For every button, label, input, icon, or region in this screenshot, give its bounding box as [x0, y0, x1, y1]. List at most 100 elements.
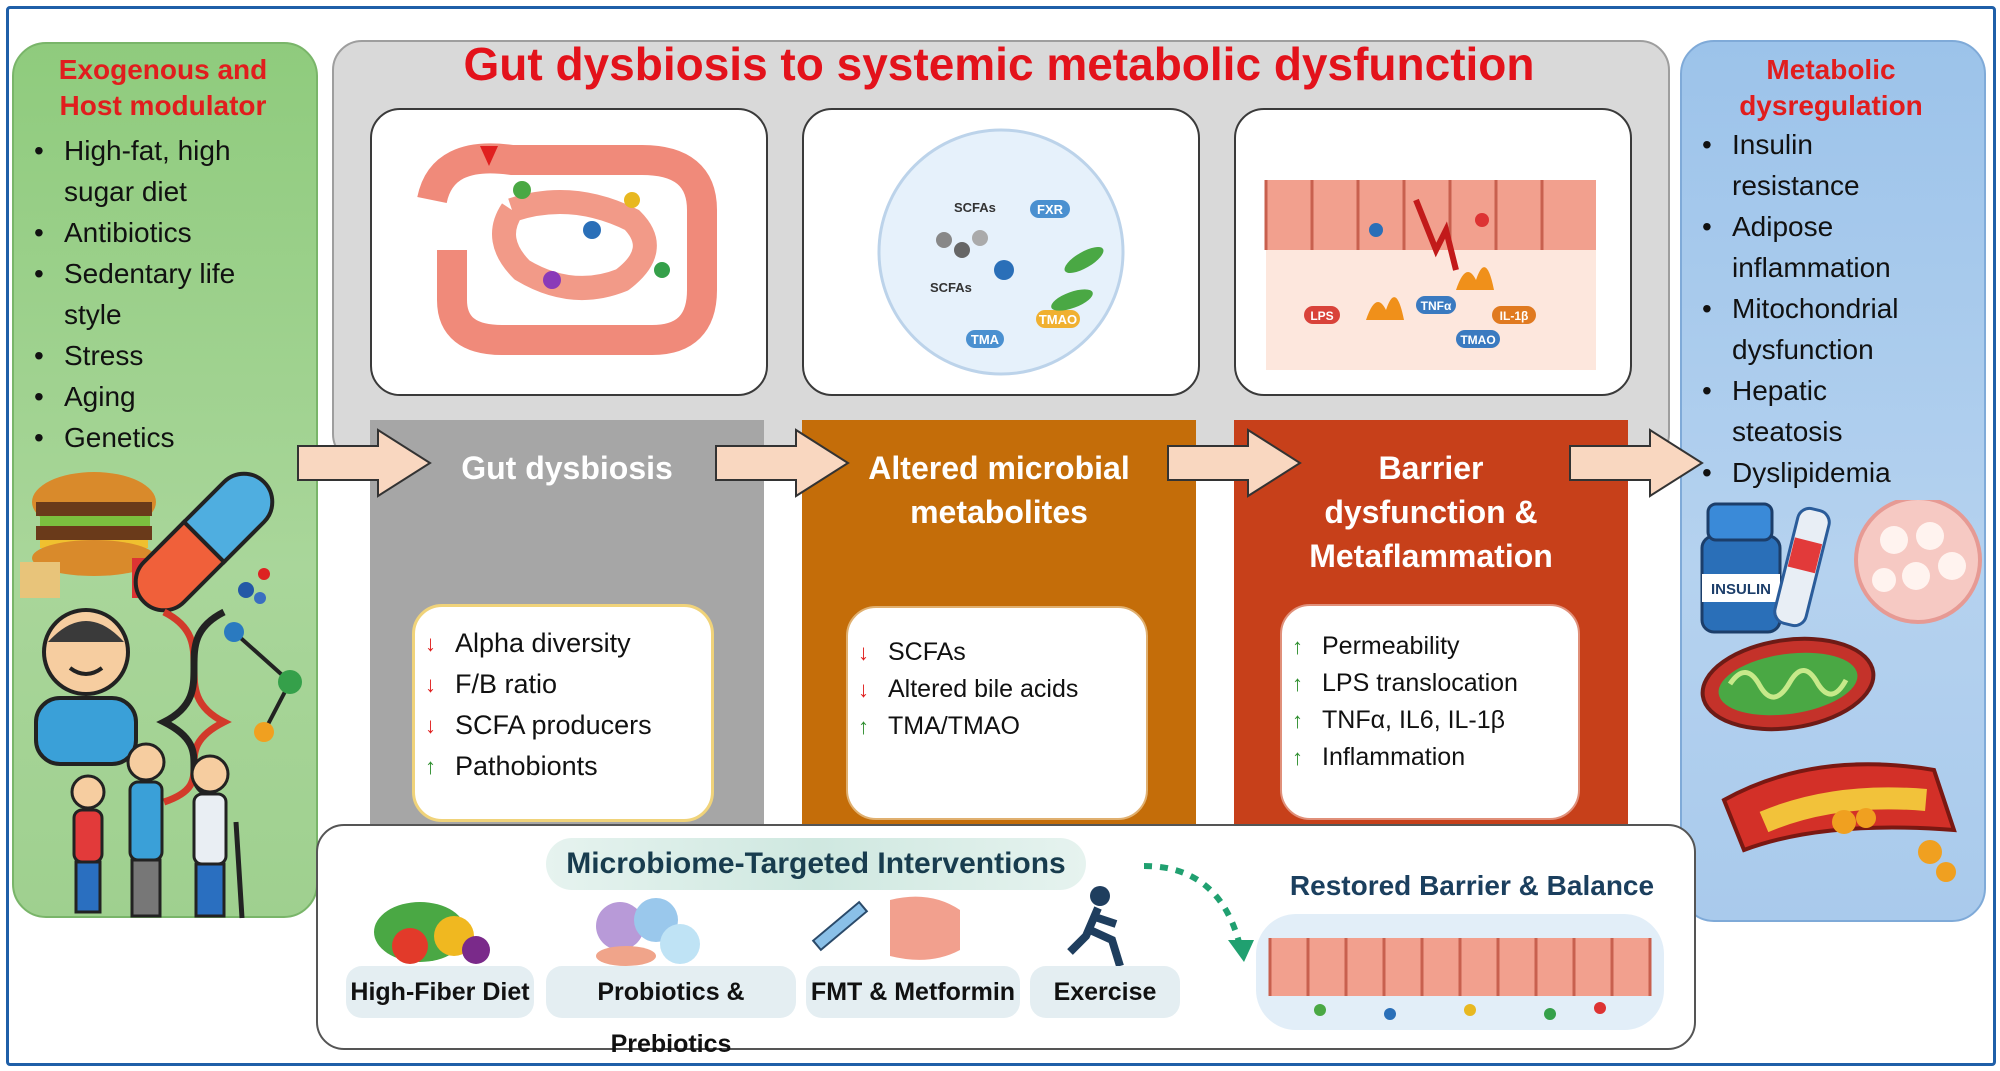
metabolites-markers-box: ↓ SCFAs ↓ Altered bile acids ↑ TMA/TMAO	[846, 606, 1148, 820]
tma-label: TMA	[971, 332, 1000, 347]
down-arrow-icon: ↓	[425, 672, 436, 697]
column-title-line: Altered microbial	[868, 450, 1130, 486]
marker-row: ↑ TMA/TMAO	[848, 708, 1146, 745]
down-arrow-icon: ↓	[425, 631, 436, 656]
up-arrow-icon: ↑	[858, 714, 869, 739]
list-item: High-fat, high	[22, 130, 312, 171]
flow-arrow-3	[1167, 428, 1302, 498]
list-item-continuation: steatosis	[1732, 416, 1843, 447]
up-arrow-icon: ↑	[1292, 634, 1303, 659]
marker-text: Altered bile acids	[888, 675, 1079, 703]
list-item: Dyslipidemia	[1690, 452, 1980, 493]
marker-row: ↑ Inflammation	[1282, 739, 1578, 776]
flow-arrow-1	[297, 428, 432, 498]
list-item-continuation: dysfunction	[1732, 334, 1874, 365]
right-panel-list: Insulin resistance Adipose inflammation …	[1690, 124, 1980, 493]
marker-row: ↑Pathobionts	[415, 746, 711, 787]
probiotic-capsules-icon	[596, 898, 700, 966]
up-arrow-icon: ↑	[425, 754, 436, 779]
down-arrow-icon: ↓	[425, 713, 436, 738]
list-item-continuation: inflammation	[1732, 252, 1891, 283]
up-arrow-icon: ↑	[1292, 745, 1303, 770]
barrier-illustration: LPS TNFα IL-1β TMAO	[1264, 180, 1596, 370]
interventions-title: Microbiome-Targeted Interventions	[546, 838, 1086, 890]
high-fiber-diet-label: High-Fiber Diet	[346, 966, 534, 1018]
pill-capsule-icon	[133, 471, 275, 613]
flow-arrow-2	[715, 428, 850, 498]
left-panel-title-line-2: Host modulator	[59, 90, 267, 121]
scfas-label-1: SCFAs	[954, 200, 996, 215]
column-title: Gut dysbiosis	[370, 446, 764, 490]
modulator-illustrations	[20, 471, 302, 919]
marker-row: ↓ Altered bile acids	[848, 671, 1146, 708]
fmt-metformin-label: FMT & Metformin	[806, 966, 1020, 1018]
left-panel-title: Exogenous and Host modulator	[12, 52, 314, 124]
running-person-icon	[1067, 886, 1124, 968]
right-panel-title-line-2: dysregulation	[1739, 90, 1923, 121]
column-title: Barrier dysfunction & Metaflammation	[1234, 446, 1628, 578]
left-panel-list: High-fat, high sugar diet Antibiotics Se…	[22, 130, 312, 458]
list-item: Stress	[22, 335, 312, 376]
marker-text: Permeability	[1322, 632, 1460, 660]
exercise-label: Exercise	[1030, 966, 1180, 1018]
list-item-continuation: style	[64, 299, 122, 330]
fxr-label: FXR	[1037, 202, 1064, 217]
molecule-icon	[224, 622, 302, 742]
scfas-label-2: SCFAs	[930, 280, 972, 295]
marker-row: ↓ SCFA producers	[415, 705, 711, 746]
altered-metabolites-column: Altered microbial metabolites ↓ SCFAs ↓ Al…	[802, 420, 1196, 840]
barrier-tmao-label: TMAO	[1460, 333, 1495, 347]
probiotics-prebiotics-label: Probiotics & Prebiotics	[546, 966, 796, 1058]
marker-row: ↓Alpha diversity	[415, 623, 711, 664]
right-panel-title-line-1: Metabolic	[1766, 54, 1896, 85]
list-item-continuation: resistance	[1732, 170, 1860, 201]
column-title: Altered microbial metabolites	[802, 446, 1196, 534]
marker-text: TNFα, IL6, IL-1β	[1322, 706, 1506, 734]
marker-text: LPS translocation	[1322, 669, 1518, 697]
barrier-dysfunction-column: Barrier dysfunction & Metaflammation ↑ Pe…	[1234, 420, 1628, 840]
vegetables-icon	[374, 902, 490, 964]
marker-text: Inflammation	[1322, 743, 1466, 771]
tmao-label: TMAO	[1039, 312, 1077, 327]
dotted-arrow	[1143, 863, 1254, 962]
main-title: Gut dysbiosis to systemic metabolic dysf…	[463, 38, 1535, 90]
gut-dysbiosis-column: Gut dysbiosis ↓Alpha diversity ↓ F/B rati…	[370, 420, 764, 840]
insulin-label: INSULIN	[1711, 581, 1771, 598]
marker-text: F/B ratio	[455, 669, 558, 699]
marker-text: SCFAs	[888, 638, 966, 666]
intervention-icons	[374, 886, 1124, 968]
intestine-illustration	[417, 143, 717, 355]
syringe-intestine-icon	[811, 896, 960, 960]
down-arrow-icon: ↓	[858, 640, 869, 665]
list-item: Mitochondrial	[1690, 288, 1980, 329]
list-item: Adipose	[1690, 206, 1980, 247]
marker-row: ↑TNFα, IL6, IL-1β	[1282, 702, 1578, 739]
list-item: Genetics	[22, 417, 312, 458]
lps-label: LPS	[1310, 309, 1333, 323]
restored-barrier-title: Restored Barrier & Balance	[1289, 870, 1655, 901]
barrier-illustration-card: LPS TNFα IL-1β TMAO	[1234, 108, 1632, 396]
marker-text: SCFA producers	[455, 710, 652, 740]
marker-row: ↑ Permeability	[1282, 628, 1578, 665]
gut-dysbiosis-markers-box: ↓Alpha diversity ↓ F/B ratio ↓ SCFA produc…	[412, 604, 714, 822]
aging-people-icon	[70, 742, 245, 919]
up-arrow-icon: ↑	[1292, 671, 1303, 696]
list-item: Insulin	[1690, 124, 1980, 165]
metabolites-illustration-card: SCFAs SCFAs FXR TMA TMAO	[802, 108, 1200, 396]
barrier-markers-box: ↑Permeability ↑LPS translocation ↑TNFα, …	[1280, 604, 1580, 820]
blood-vessel-icon	[1721, 762, 1957, 882]
marker-row: ↓ F/B ratio	[415, 664, 711, 705]
marker-text: TMA/TMAO	[888, 712, 1020, 740]
stressed-person-icon	[34, 608, 138, 766]
marker-row: ↑ LPS translocation	[1282, 665, 1578, 702]
metabolites-illustration: SCFAs SCFAs FXR TMA TMAO	[877, 128, 1125, 376]
down-arrow-icon: ↓	[858, 677, 869, 702]
insulin-pen-icon	[1773, 506, 1831, 628]
red-down-arrow-icon	[480, 146, 498, 166]
insulin-vial-icon: INSULIN	[1700, 502, 1782, 634]
il1b-label: IL-1β	[1500, 309, 1529, 323]
column-title-line: Barrier	[1378, 450, 1484, 486]
list-item: Aging	[22, 376, 312, 417]
column-title-line: dysfunction &	[1324, 494, 1538, 530]
gut-illustration-card	[370, 108, 768, 396]
